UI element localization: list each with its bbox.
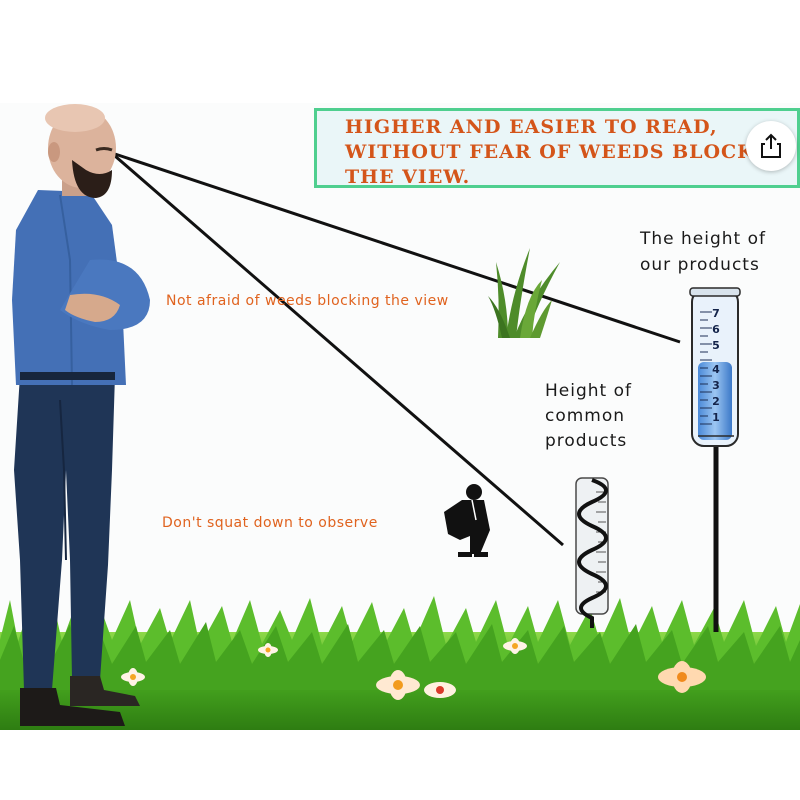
standing-man [12, 104, 150, 726]
our-products-label-line-1: The height of [640, 229, 766, 249]
squatting-person [444, 484, 490, 557]
gauge-number-5: 5 [712, 339, 720, 352]
sight-line-to-common-product [114, 154, 564, 547]
common-products-label-line-2: common [545, 406, 626, 426]
headline-banner: Higher and easier to read, without fear … [314, 108, 800, 188]
gauge-number-7: 7 [712, 307, 720, 320]
weeds-clump [488, 248, 560, 338]
banner-line-2: without fear of weeds block [345, 141, 755, 163]
banner-line-3: the view. [345, 166, 471, 188]
our-products-label-line-2: our products [640, 255, 760, 275]
squat-caption: Don't squat down to observe [162, 515, 378, 531]
common-products-label-line-3: products [545, 431, 628, 451]
gauge-number-2: 2 [712, 395, 720, 408]
common-products-label-line-1: Height of [545, 381, 632, 401]
banner-line-1: Higher and easier to read, [345, 116, 718, 138]
our-products-label: The height of our products [640, 226, 766, 278]
flower-decoration [121, 638, 706, 700]
sight-line-to-our-product [114, 152, 681, 344]
our-rain-gauge: 7 6 5 4 3 2 1 [689, 287, 741, 632]
gauge-number-3: 3 [712, 379, 720, 392]
share-button[interactable] [746, 121, 796, 171]
common-rain-gauge [575, 477, 609, 628]
common-products-label: Height of common products [545, 379, 632, 454]
gauge-number-6: 6 [712, 323, 720, 336]
share-icon [761, 133, 781, 158]
gauge-number-4: 4 [712, 363, 720, 376]
weeds-caption: Not afraid of weeds blocking the view [166, 293, 449, 309]
gauge-number-1: 1 [712, 411, 720, 424]
